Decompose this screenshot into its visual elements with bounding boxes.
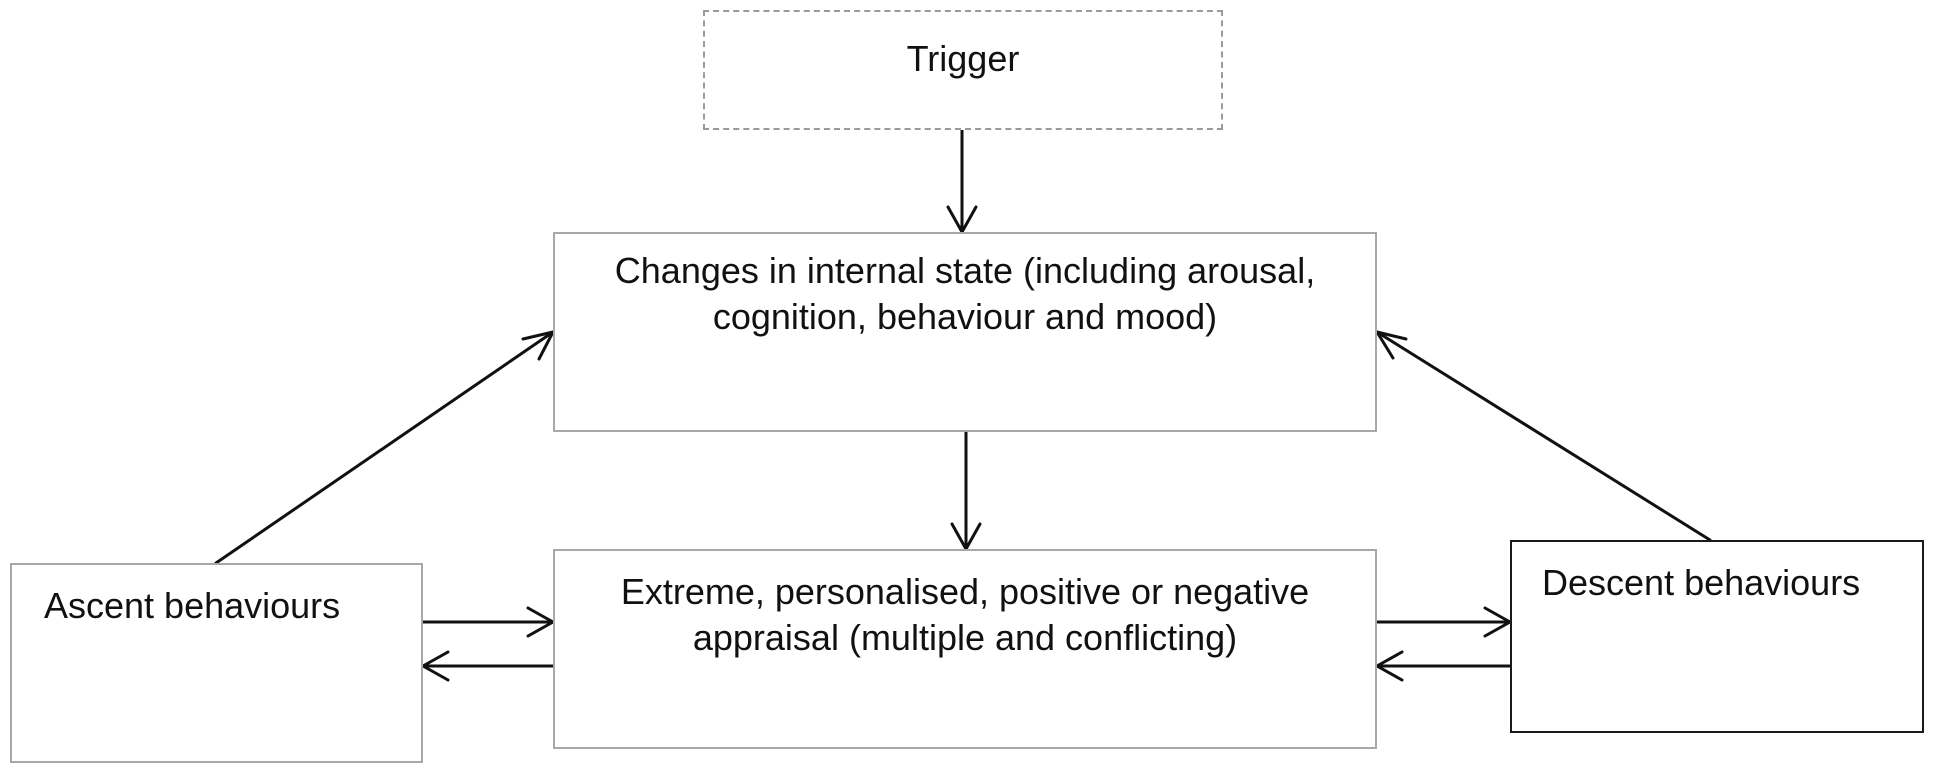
descent-behaviours-label: Descent behaviours [1542, 562, 1861, 603]
arrow-descent-to-appraisal [1375, 650, 1512, 682]
ascent-behaviours-label: Ascent behaviours [44, 585, 341, 626]
arrow-ascent-to-appraisal [421, 606, 555, 638]
trigger-label: Trigger [906, 38, 1020, 79]
arrow-ascent-to-changes [214, 330, 555, 565]
internal-state-label: Changes in internal state (including aro… [614, 250, 1316, 337]
arrow-descent-to-changes [1375, 330, 1712, 542]
ascent-behaviours-node: Ascent behaviours [10, 563, 423, 763]
internal-state-node: Changes in internal state (including aro… [553, 232, 1377, 432]
arrow-changes-to-appraisal [950, 430, 982, 551]
appraisal-label: Extreme, personalised, positive or negat… [620, 571, 1310, 658]
arrow-appraisal-to-ascent [421, 650, 555, 682]
arrow-trigger-to-changes [946, 128, 978, 234]
descent-behaviours-node: Descent behaviours [1510, 540, 1924, 733]
trigger-node: Trigger [703, 10, 1223, 130]
arrow-appraisal-to-descent [1375, 606, 1512, 638]
appraisal-node: Extreme, personalised, positive or negat… [553, 549, 1377, 749]
